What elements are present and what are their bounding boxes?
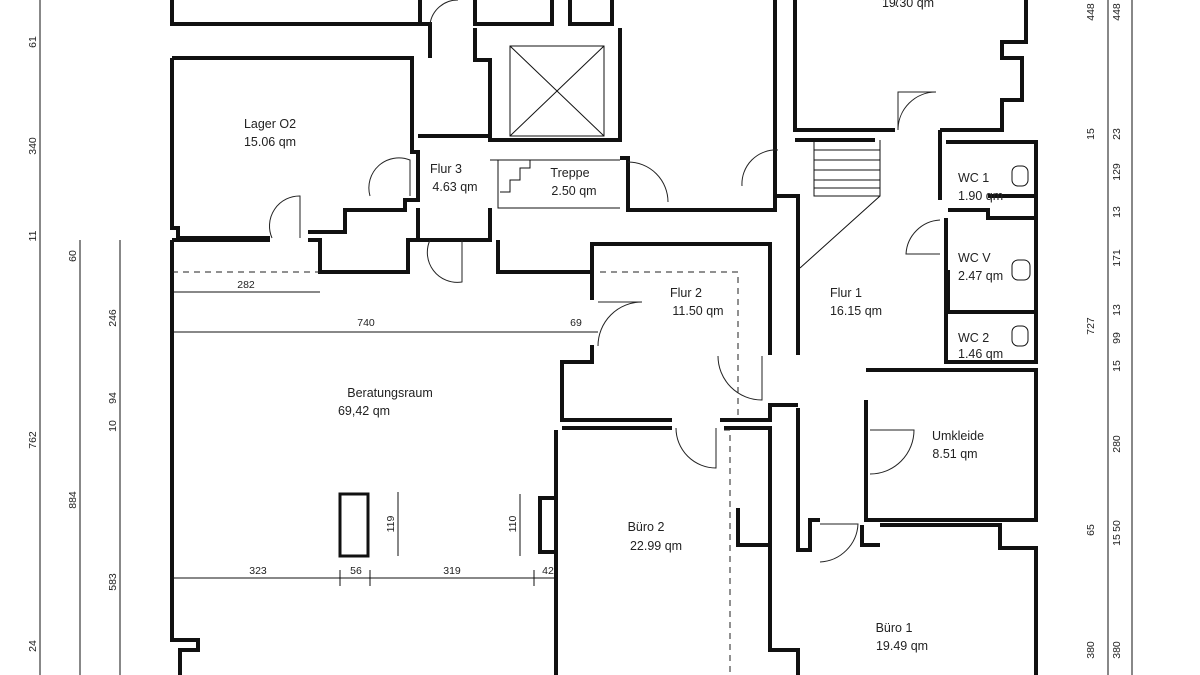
dim-13-a: 13 [1111,206,1123,218]
dim-740: 740 [357,317,375,329]
dim-448-b: 448 [1111,3,1123,21]
dim-129: 129 [1111,163,1123,181]
dim-282: 282 [237,279,255,291]
dim-727: 727 [1085,317,1097,335]
dim-24: 24 [27,640,39,652]
room-labels: 19.30 qm Lager O2 15.06 qm Flur 3 4.63 q… [244,0,1003,653]
room-area-wc-1: 1.90 qm [958,189,1003,203]
dim-583: 583 [107,573,119,591]
room-area-wc-v: 2.47 qm [958,269,1003,283]
dim-323: 323 [249,565,267,577]
room-area-flur-2: 11.50 qm [672,304,723,318]
dim-380-b: 380 [1111,641,1123,659]
room-name-flur-2: Flur 2 [670,286,702,300]
dim-99: 99 [1111,332,1123,344]
vertical-dimensions: 61 340 11 762 24 60 884 246 10 94 583 11… [27,3,1123,659]
dim-762: 762 [27,431,39,449]
room-name-buero-2: Büro 2 [628,520,665,534]
room-area-flur-1: 16.15 qm [830,304,882,318]
dim-246: 246 [107,309,119,327]
dim-65: 65 [1085,524,1097,536]
dim-50: 50 [1111,520,1123,532]
dim-56: 56 [350,565,362,577]
room-area-buero-2: 22.99 qm [630,539,682,553]
dim-15-a: 15 [1085,128,1097,140]
dim-380-a: 380 [1085,641,1097,659]
room-area-flur-3: 4.63 qm [432,180,477,194]
dim-119: 119 [385,515,397,532]
dim-23: 23 [1111,128,1123,140]
room-area-top-right: 19.30 qm [882,0,934,10]
room-area-lager-o2: 15.06 qm [244,135,296,149]
dim-110: 110 [507,515,519,532]
room-name-beratungsraum: Beratungsraum [347,386,432,400]
dim-94: 94 [107,392,119,404]
dim-15-c: 15 [1111,534,1123,546]
doors [268,0,941,563]
room-name-wc-v: WC V [958,251,991,265]
details [171,45,1031,675]
dim-13-b: 13 [1111,304,1123,316]
room-name-umkleide: Umkleide [932,429,984,443]
room-name-flur-3: Flur 3 [430,162,462,176]
room-name-wc-1: WC 1 [958,171,989,185]
room-area-buero-1: 19.49 qm [876,639,928,653]
dim-60: 60 [67,250,79,262]
dim-280: 280 [1111,435,1123,453]
room-name-flur-1: Flur 1 [830,286,862,300]
dim-448-a: 448 [1085,3,1097,21]
horizontal-dimensions: 282 740 69 323 56 319 42 [237,279,582,577]
dim-15-b: 15 [1111,360,1123,372]
dim-69: 69 [570,317,582,329]
dimension-lines [39,0,1133,675]
room-area-wc-2: 1.46 qm [958,347,1003,361]
dim-42: 42 [542,565,554,577]
room-area-treppe: 2.50 qm [551,184,596,198]
dim-340: 340 [27,137,39,155]
room-area-umkleide: 8.51 qm [932,447,977,461]
dim-884: 884 [67,491,79,509]
dim-10: 10 [107,420,119,432]
room-name-buero-1: Büro 1 [876,621,913,635]
room-name-wc-2: WC 2 [958,331,989,345]
room-name-lager-o2: Lager O2 [244,117,296,131]
room-name-treppe: Treppe [550,166,589,180]
dim-319: 319 [443,565,461,577]
dim-171: 171 [1111,249,1123,267]
room-area-beratungsraum: 69,42 qm [338,404,390,418]
dim-61: 61 [27,36,39,48]
dim-11: 11 [27,230,39,241]
